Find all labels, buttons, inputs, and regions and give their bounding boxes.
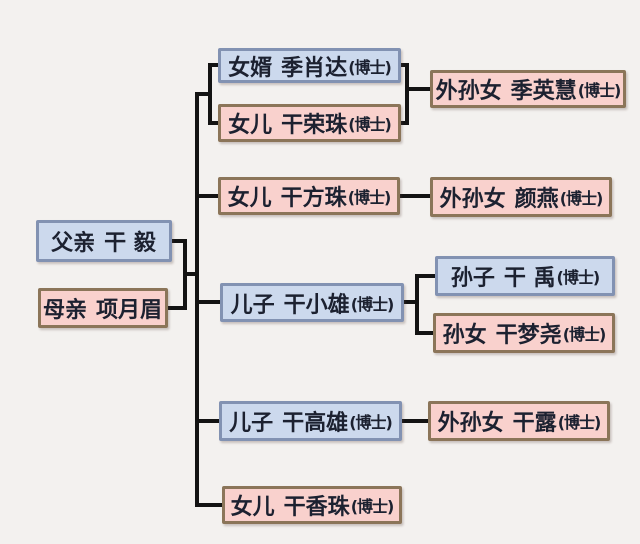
connector-couple1-right-bracket: [405, 63, 409, 125]
node-son2: 儿子 干高雄 (博士): [219, 401, 402, 441]
node-daughter3: 女儿 干香珠 (博士): [222, 486, 402, 524]
relation-label: 女婿: [228, 55, 273, 81]
connector-daughter1-stub: [208, 121, 218, 125]
person-name: 干方珠: [280, 186, 347, 211]
person-name: 干 禹: [503, 266, 556, 291]
connector-son1-right-stub: [404, 300, 419, 304]
node-granddaughter4: 外孙女 干露 (博士): [428, 401, 610, 441]
connector-daughter3-stub: [195, 503, 222, 507]
person-name: 干高雄: [282, 411, 349, 436]
node-granddaughter2: 外孙女 颜燕 (博士): [430, 177, 612, 217]
connector-son1-stub: [199, 300, 220, 304]
node-granddaughter3: 孙女 干梦尧 (博士): [433, 313, 615, 353]
connector-son-in-law-stub: [208, 63, 218, 67]
node-father: 父亲 干 毅: [36, 220, 172, 262]
node-daughter1: 女儿 干荣珠 (博士): [218, 104, 401, 142]
person-name: 干小雄: [283, 292, 350, 318]
degree-suffix: (博士): [577, 81, 622, 100]
degree-suffix: (博士): [350, 294, 395, 314]
relation-label: 外孙女: [435, 79, 502, 104]
person-name: 干露: [512, 411, 557, 436]
degree-suffix: (博士): [348, 115, 392, 134]
node-son-in-law: 女婿 季肖达 (博士): [218, 48, 401, 83]
connector-spine: [195, 92, 199, 507]
person-name: 项月眉: [96, 298, 163, 323]
relation-label: 母亲: [42, 298, 87, 323]
connector-grandchildren-bracket: [415, 274, 419, 335]
relation-label: 外孙女: [437, 411, 504, 436]
degree-suffix: (博士): [347, 188, 392, 207]
connector-daughter2-stub: [199, 194, 218, 198]
degree-suffix: (博士): [349, 413, 393, 432]
person-name: 颜燕: [514, 187, 559, 212]
connector-mother-stub: [166, 306, 187, 310]
connector-father-stub: [170, 239, 187, 243]
person-name: 干香珠: [283, 495, 350, 520]
connector-to-granddaughter1: [407, 87, 430, 91]
node-mother: 母亲 项月眉: [38, 288, 168, 328]
connector-son2-stub: [199, 419, 219, 423]
connector-to-granddaughter3: [415, 331, 433, 335]
person-name: 季英慧: [510, 79, 577, 104]
node-granddaughter1: 外孙女 季英慧 (博士): [430, 70, 626, 108]
degree-suffix: (博士): [556, 268, 601, 287]
relation-label: 儿子: [230, 292, 275, 318]
relation-label: 孙女: [442, 323, 487, 348]
relation-label: 儿子: [229, 411, 274, 436]
node-son1: 儿子 干小雄 (博士): [220, 283, 404, 322]
degree-suffix: (博士): [350, 497, 395, 516]
connector-to-granddaughter4: [402, 419, 428, 423]
relation-label: 女儿: [230, 495, 275, 520]
person-name: 干荣珠: [281, 113, 348, 138]
relation-label: 外孙女: [439, 187, 506, 212]
degree-suffix: (博士): [348, 57, 392, 77]
connector-parents-to-spine: [183, 272, 199, 276]
degree-suffix: (博士): [557, 413, 602, 432]
relation-label: 女儿: [227, 186, 272, 211]
degree-suffix: (博士): [559, 189, 604, 208]
connector-to-grandson: [415, 274, 435, 278]
relation-label: 父亲: [51, 231, 96, 256]
connector-couple1-bracket: [208, 63, 212, 125]
person-name: 干 毅: [104, 231, 156, 256]
node-daughter2: 女儿 干方珠 (博士): [218, 177, 400, 215]
person-name: 季肖达: [281, 55, 348, 81]
connector-spine-to-couple1: [195, 92, 212, 96]
person-name: 干梦尧: [495, 323, 562, 348]
connector-to-granddaughter2: [400, 194, 430, 198]
node-grandson: 孙子 干 禹 (博士): [435, 256, 615, 296]
relation-label: 孙子: [450, 266, 495, 291]
degree-suffix: (博士): [562, 325, 607, 344]
relation-label: 女儿: [228, 113, 273, 138]
